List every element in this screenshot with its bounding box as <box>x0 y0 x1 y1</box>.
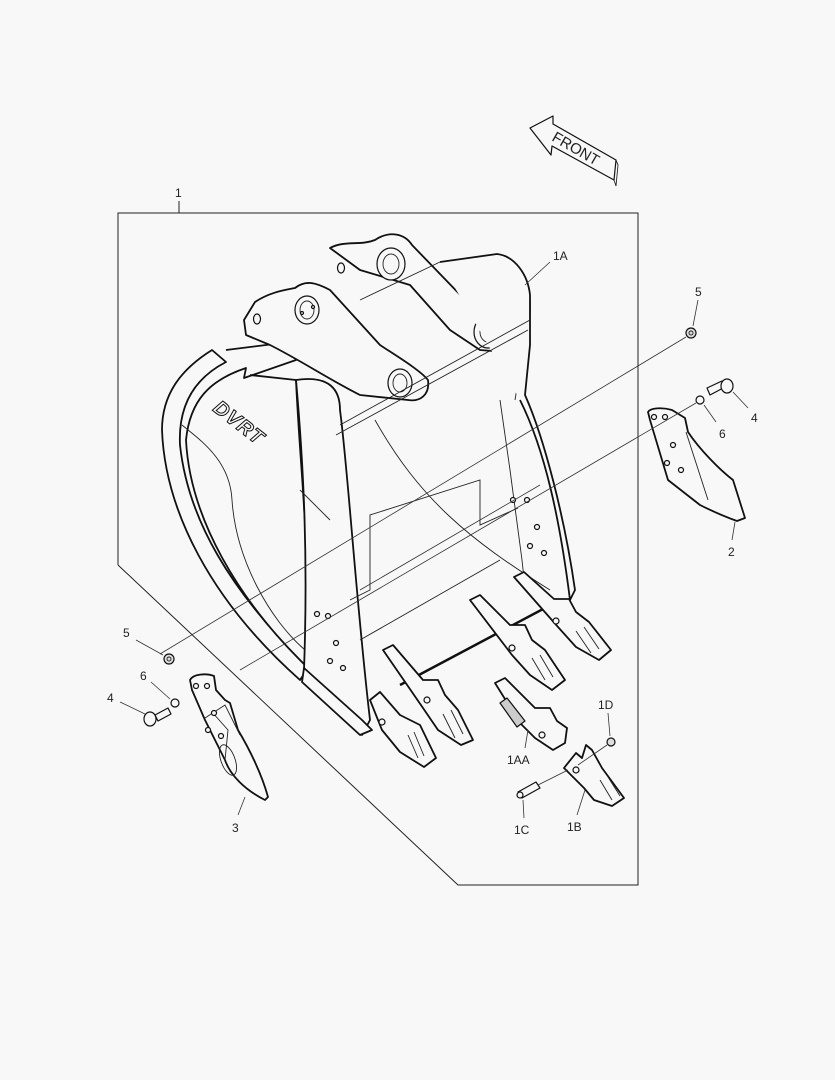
washer-right <box>695 395 705 405</box>
nut-left <box>163 653 175 665</box>
callout-1C: 1C <box>514 823 530 837</box>
callout-4-left: 4 <box>107 691 114 705</box>
assembly-boundary <box>117 201 639 886</box>
callout-6-right: 6 <box>719 427 726 441</box>
callout-3: 3 <box>232 821 239 835</box>
side-cutter-left <box>189 673 269 801</box>
bucket-teeth <box>369 571 625 807</box>
bolt-right <box>706 378 734 396</box>
callout-1AA: 1AA <box>507 753 530 767</box>
callout-1A: 1A <box>553 249 568 263</box>
side-cutter-right <box>647 407 746 522</box>
nut-right <box>685 327 697 339</box>
tooth-pin-1C <box>516 781 541 799</box>
callout-1D: 1D <box>598 698 614 712</box>
hardware-left <box>143 653 180 727</box>
callouts: 1 1A 1AA 1B 1C 1D 2 3 4 4 5 5 6 6 <box>107 186 758 837</box>
front-direction-arrow: FRONT <box>529 115 619 187</box>
callout-6-left: 6 <box>140 669 147 683</box>
callout-2: 2 <box>728 545 735 559</box>
bolt-left <box>143 707 172 727</box>
tooth-adapter-1AA <box>494 677 568 751</box>
callout-5-right: 5 <box>695 285 702 299</box>
callout-5-left: 5 <box>123 626 130 640</box>
hardware-right <box>159 327 734 671</box>
callout-1B: 1B <box>567 820 582 834</box>
callout-1: 1 <box>175 186 182 200</box>
arrow-left-icon <box>529 115 617 181</box>
pin-retainer-1D <box>606 737 616 747</box>
bucket-body: DVRT <box>161 233 576 736</box>
callout-4-right: 4 <box>751 411 758 425</box>
tooth-point-1B <box>563 744 625 807</box>
washer-left <box>170 698 180 708</box>
